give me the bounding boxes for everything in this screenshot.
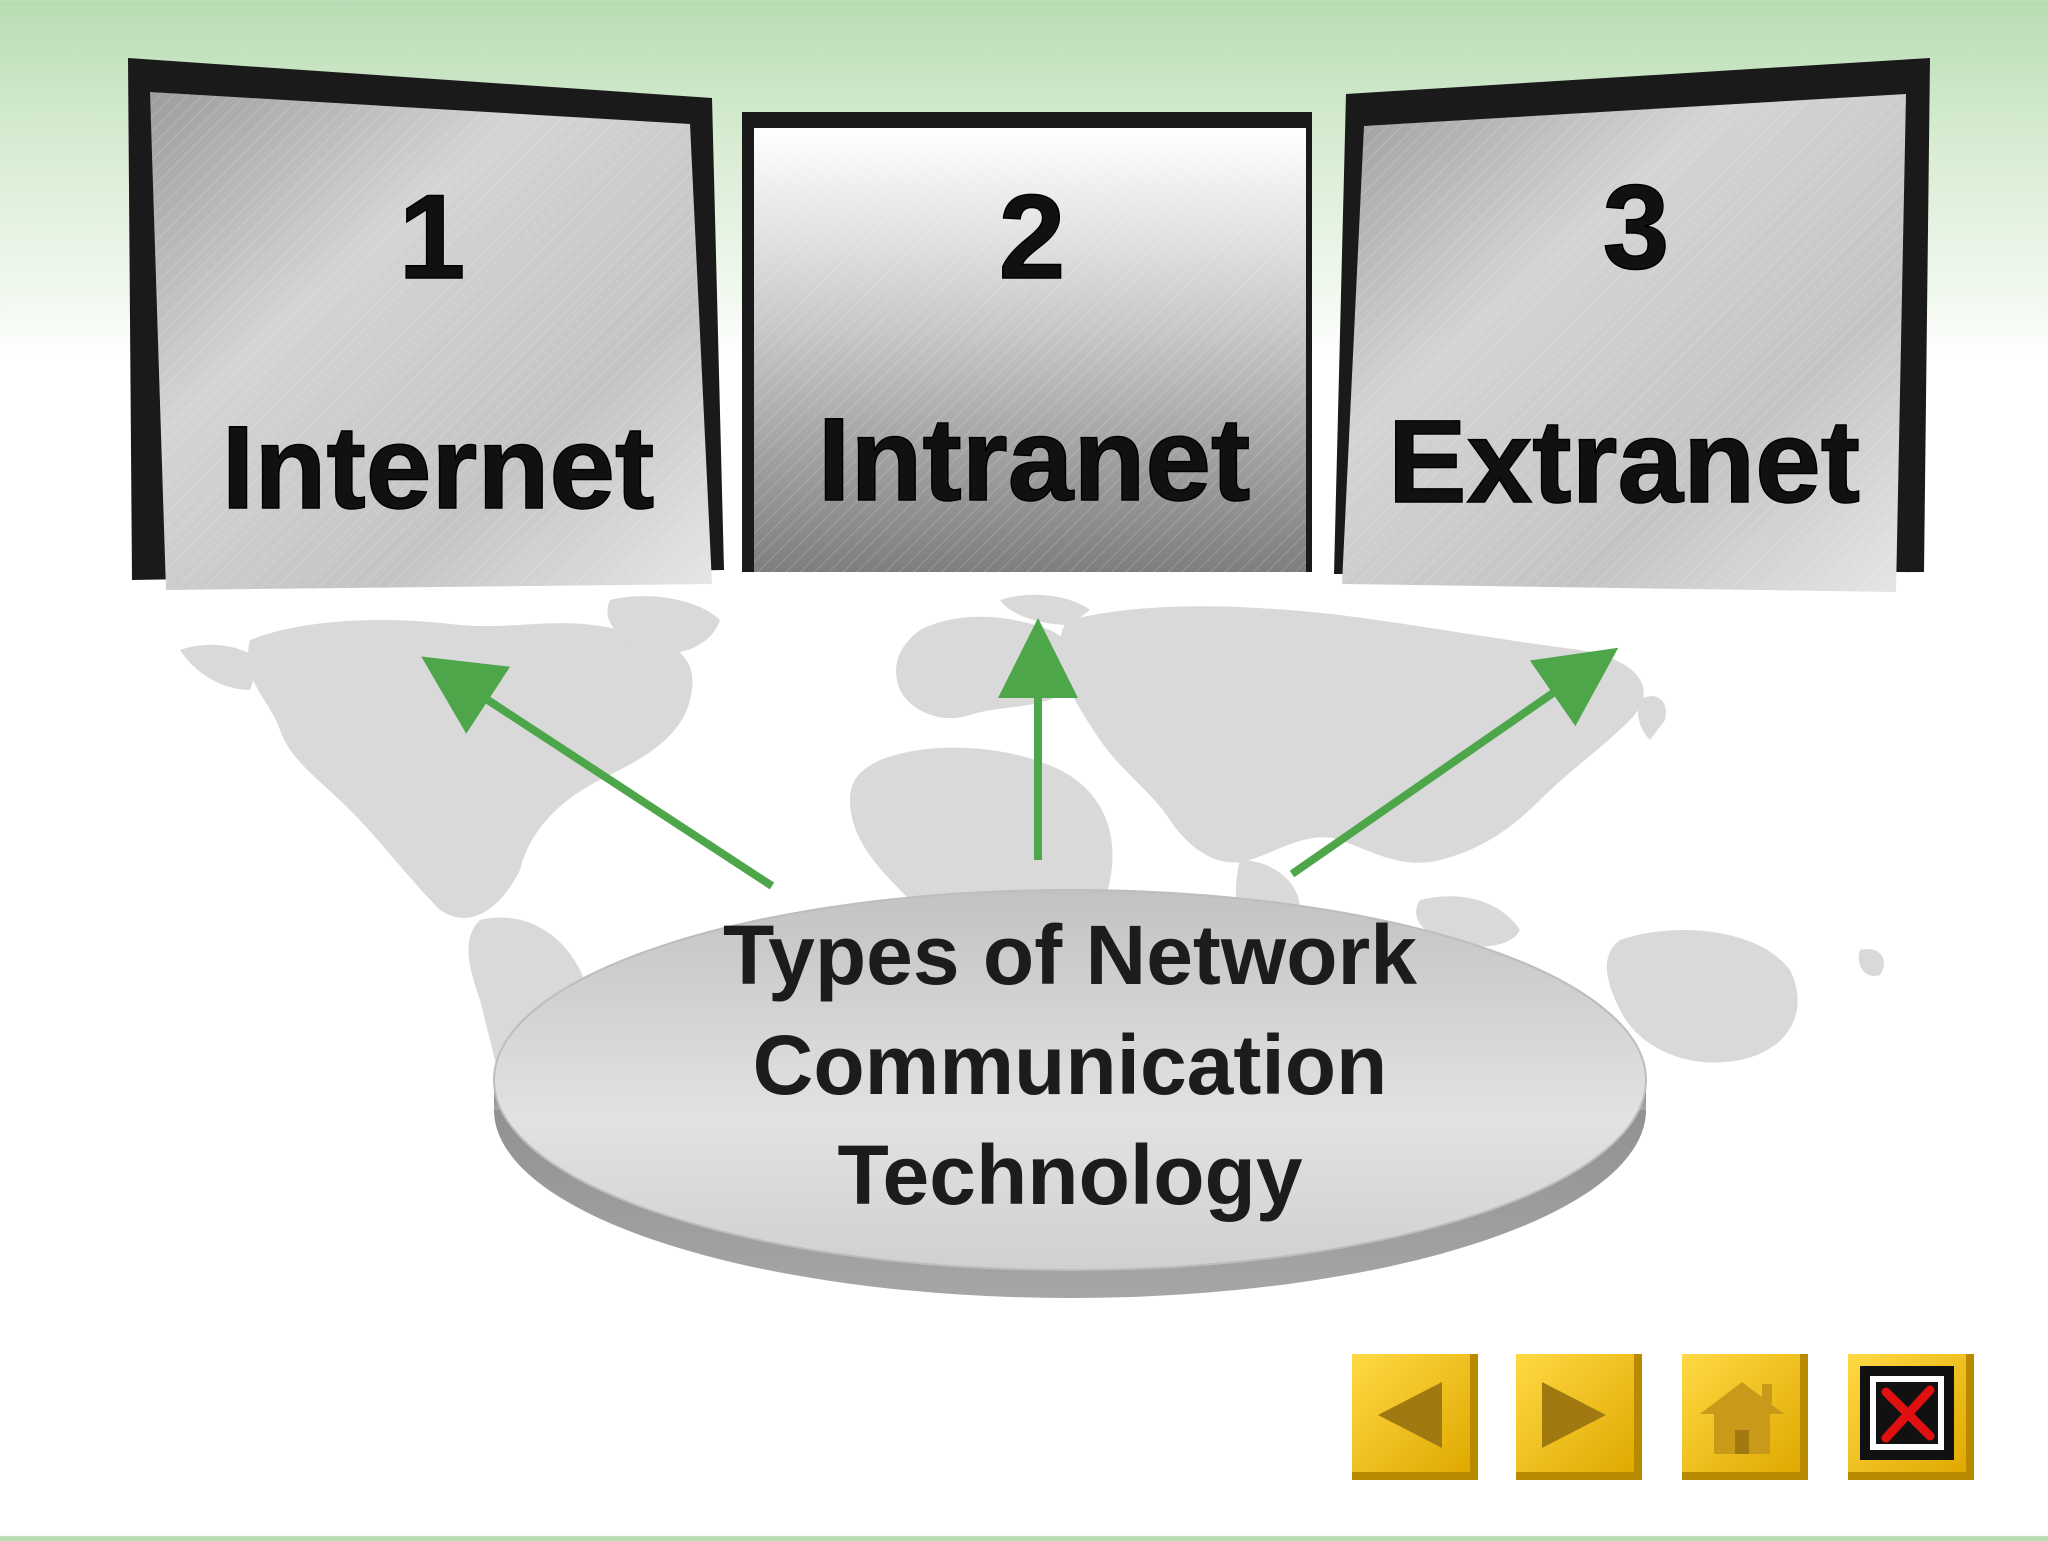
panel-intranet[interactable] bbox=[742, 112, 1312, 572]
next-button[interactable] bbox=[1514, 1352, 1644, 1482]
panel-number-1: 1 bbox=[399, 170, 466, 304]
arrow-to-internet bbox=[421, 656, 775, 890]
panel-number-2: 2 bbox=[999, 170, 1066, 304]
hub-line-2: Communication bbox=[752, 1018, 1388, 1112]
panel-internet[interactable] bbox=[128, 58, 724, 590]
hub-line-1: Types of Network bbox=[723, 908, 1417, 1002]
home-button[interactable] bbox=[1680, 1352, 1810, 1482]
hub-line-3: Technology bbox=[837, 1128, 1303, 1222]
panel-label-extranet: Extranet bbox=[1388, 396, 1860, 528]
panel-label-internet: Internet bbox=[222, 402, 655, 534]
panel-number-3: 3 bbox=[1603, 160, 1670, 294]
close-button[interactable] bbox=[1846, 1352, 1976, 1482]
arrow-to-extranet bbox=[1289, 647, 1619, 878]
home-icon bbox=[1682, 1354, 1808, 1480]
hub-title: Types of Network Communication Technolog… bbox=[620, 900, 1520, 1230]
previous-arrow-icon bbox=[1352, 1354, 1478, 1480]
close-x-icon bbox=[1848, 1354, 1974, 1480]
previous-button[interactable] bbox=[1350, 1352, 1480, 1482]
panel-extranet[interactable] bbox=[1334, 58, 1930, 592]
hub-disc bbox=[493, 889, 1647, 1298]
next-arrow-icon bbox=[1516, 1354, 1642, 1480]
arrows bbox=[421, 618, 1619, 890]
panel-label-intranet: Intranet bbox=[818, 394, 1251, 526]
